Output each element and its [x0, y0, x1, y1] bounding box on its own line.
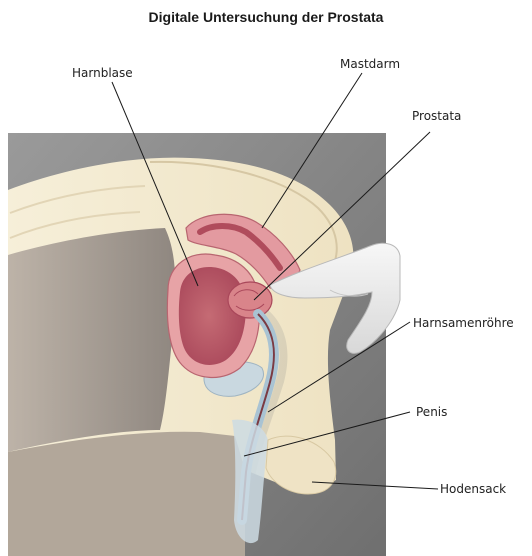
label-mastdarm: Mastdarm — [340, 57, 400, 71]
diagram-title: Digitale Untersuchung der Prostata — [149, 9, 384, 25]
label-harnblase: Harnblase — [72, 66, 133, 80]
label-prostata: Prostata — [412, 109, 461, 123]
thigh-region — [8, 432, 245, 556]
label-penis: Penis — [416, 405, 447, 419]
abdominal-tissue — [8, 228, 175, 452]
label-hodensack: Hodensack — [440, 482, 506, 496]
label-harnsamenroehre: Harnsamenröhre — [413, 316, 514, 330]
